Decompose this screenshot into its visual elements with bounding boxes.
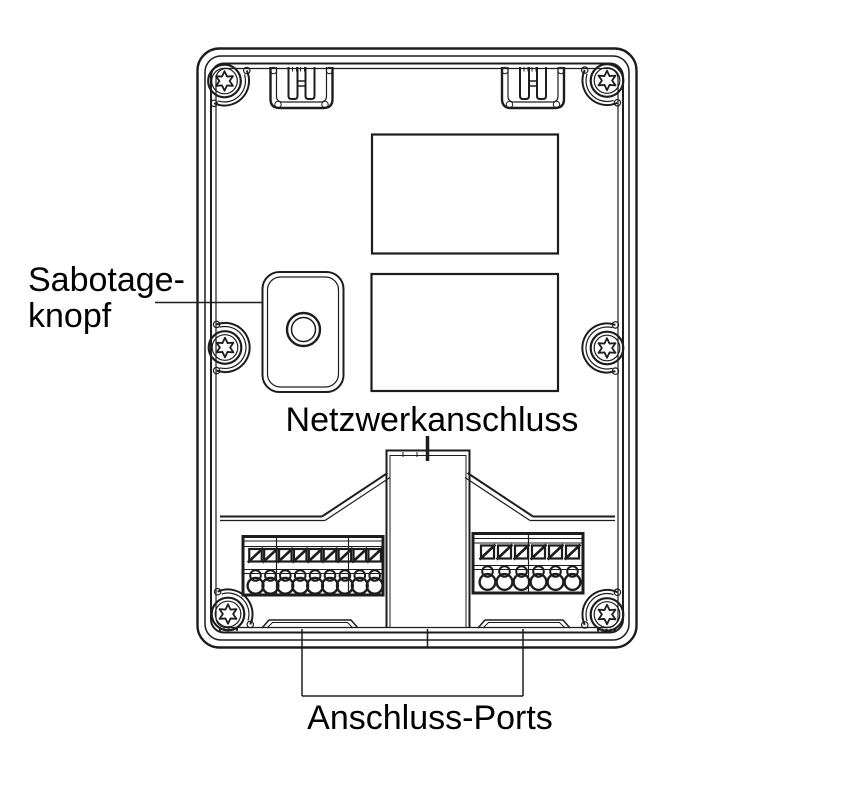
terminal-screw	[367, 547, 383, 563]
terminal-wire-hole-top	[353, 569, 367, 582]
terminal-wire-hole-top	[549, 565, 562, 578]
terminal-wire-hole-top	[481, 565, 494, 578]
terminal-screw-slot	[495, 543, 514, 561]
torx-screw-bottom-right	[570, 577, 625, 632]
terminal-screw	[292, 547, 308, 563]
terminal-screw-slot	[529, 543, 548, 561]
terminal-wire-hole-top	[279, 569, 292, 582]
terminal-wire-hole	[478, 572, 497, 592]
terminal-wire-hole-top	[249, 569, 262, 582]
terminal-wire-hole	[512, 572, 531, 592]
terminal-block-right	[471, 532, 585, 595]
terminal-screw	[352, 547, 368, 563]
ports-label: Anschluss-Ports	[307, 699, 553, 737]
torx-screw-mid-right	[581, 320, 625, 376]
cable-exit-right	[477, 619, 571, 629]
terminal-screw-slot	[478, 543, 497, 561]
terminal-wire-hole-top	[532, 565, 545, 578]
terminal-wire-hole-top	[264, 569, 277, 582]
network-cable-channel	[385, 449, 471, 628]
network-label: Netzwerkanschluss	[286, 401, 579, 439]
terminal-wire-hole-top	[308, 569, 322, 582]
terminal-wire-hole-top	[368, 569, 382, 582]
terminal-wire-hole-top	[338, 569, 352, 582]
tamper-button	[261, 271, 345, 393]
terminal-screw	[248, 547, 263, 563]
terminal-wire-hole-top	[323, 569, 337, 582]
terminal-block-left	[241, 535, 385, 597]
terminal-screw	[337, 547, 353, 563]
label-sticker-upper	[370, 133, 560, 255]
label-sticker-lower	[370, 272, 560, 393]
terminal-screw-slot	[546, 543, 565, 561]
terminal-wire-hole-top	[293, 569, 307, 582]
terminal-screw	[564, 544, 581, 560]
terminal-screw-slot	[306, 547, 324, 564]
tamper-label-line1: Sabotage-	[28, 261, 185, 299]
terminal-wire-hole-top	[566, 565, 579, 578]
terminal-screw	[322, 547, 338, 563]
terminal-screw	[263, 547, 278, 563]
terminal-screw-slot	[512, 543, 531, 561]
terminal-wire-hole	[563, 572, 582, 592]
terminal-screw	[530, 544, 547, 560]
terminal-screw-slot	[246, 547, 265, 564]
terminal-screw	[307, 547, 323, 563]
terminal-screw	[277, 547, 293, 563]
terminal-screw-slot	[261, 547, 280, 564]
terminal-screw-slot	[351, 547, 369, 564]
terminal-wire-hole	[546, 572, 565, 592]
terminal-screw	[496, 544, 513, 560]
terminal-screw-slot	[336, 547, 354, 564]
terminal-wire-hole-top	[515, 565, 528, 578]
ports-bracket	[301, 629, 524, 697]
terminal-screw	[479, 544, 496, 560]
torx-screw-mid-left	[207, 320, 251, 375]
cable-exit-left	[261, 619, 359, 629]
terminal-wire-hole	[365, 576, 384, 595]
mounting-clip-left	[269, 65, 334, 110]
terminal-screw-slot	[291, 547, 309, 564]
terminal-screw-slot	[366, 547, 384, 564]
terminal-screw-slot	[563, 543, 582, 561]
terminal-screw-slot	[321, 547, 339, 564]
terminal-screw-slot	[276, 547, 294, 564]
cable-guide-walls	[220, 472, 615, 522]
terminal-screw	[547, 544, 564, 560]
tamper-label-line2: knopf	[28, 297, 112, 335]
torx-screw-bottom-left	[210, 577, 265, 632]
terminal-wire-hole	[529, 572, 548, 592]
terminal-screw	[513, 544, 530, 560]
terminal-wire-hole-top	[498, 565, 511, 578]
mounting-clip-right	[500, 65, 566, 110]
